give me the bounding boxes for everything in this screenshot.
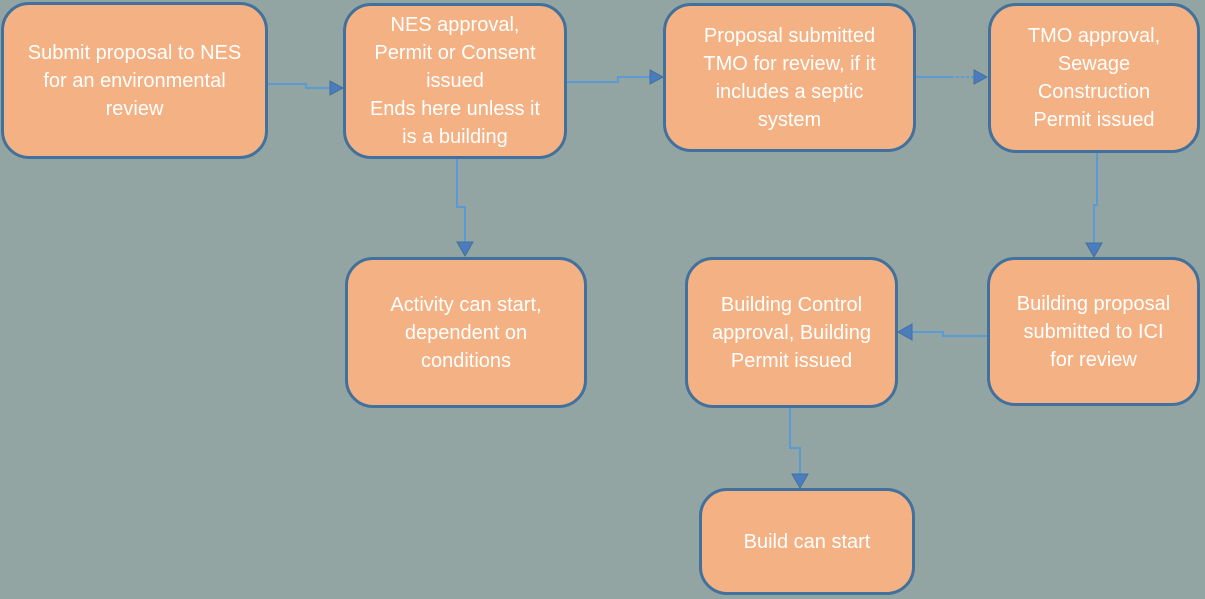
node-label: Build can start: [743, 530, 871, 553]
node-tmo-approval: TMO approval, Sewage Construction Permit…: [988, 3, 1200, 153]
node-label: Submit proposal to NES for an environmen…: [27, 41, 242, 120]
node-building-control-approval: Building Control approval, Building Perm…: [685, 257, 898, 408]
connector-nes-to-tmo-review: [567, 69, 665, 85]
node-submit-proposal: Submit proposal to NES for an environmen…: [1, 2, 268, 159]
connector-ici-to-building-control: [896, 323, 987, 341]
node-label: Activity can start, dependent on conditi…: [390, 293, 542, 372]
node-building-proposal-ici: Building proposal submitted to ICI for r…: [987, 257, 1200, 406]
node-label: Building Control approval, Building Perm…: [712, 293, 871, 372]
node-nes-approval: NES approval, Permit or Consent issued E…: [343, 3, 567, 159]
connector-tmo-approval-to-ici: [1085, 153, 1103, 259]
node-label: Proposal submitted TMO for review, if it…: [703, 24, 876, 131]
connector-nes-to-activity: [456, 159, 474, 258]
node-label: TMO approval, Sewage Construction Permit…: [1027, 25, 1161, 131]
node-label: Building proposal submitted to ICI for r…: [1016, 292, 1171, 371]
node-proposal-submitted-tmo: Proposal submitted TMO for review, if it…: [663, 3, 916, 152]
connector-tmo-review-to-tmo-approval: [916, 69, 989, 85]
node-activity-can-start: Activity can start, dependent on conditi…: [345, 257, 587, 408]
connector-building-control-to-build: [789, 408, 809, 490]
node-label: NES approval, Permit or Consent issued E…: [369, 14, 541, 148]
connector-submit-to-nes: [268, 80, 345, 96]
node-build-can-start: Build can start: [699, 488, 915, 595]
